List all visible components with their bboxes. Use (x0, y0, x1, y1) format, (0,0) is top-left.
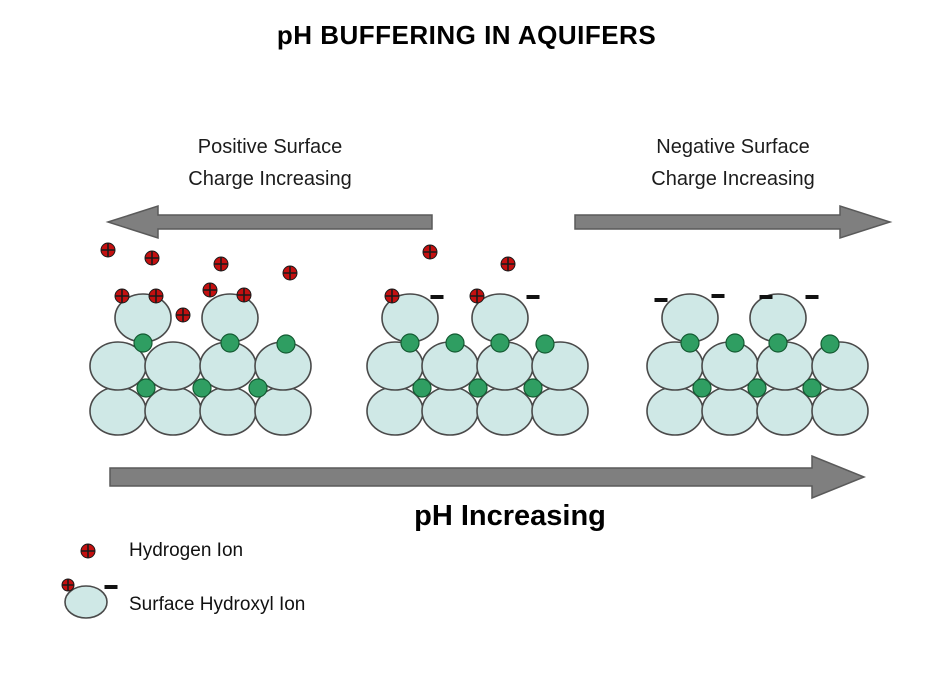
minus-charge (805, 295, 819, 299)
hydroxyl-site-dot (680, 333, 700, 353)
hydrogen-ion (148, 288, 164, 304)
hydrogen-ion (202, 282, 218, 298)
mineral-grain (366, 386, 424, 436)
mineral-grain (531, 341, 589, 391)
page-title: pH BUFFERING IN AQUIFERS (276, 20, 657, 50)
hydroxyl-site-dot (248, 378, 268, 398)
minus-charge (654, 298, 668, 302)
mineral-grain (421, 386, 479, 436)
minus-charge (430, 295, 444, 299)
negative-charge-arrow (574, 204, 893, 240)
legend-hydrogen-ion-symbol (80, 543, 96, 559)
legend-hydroxyl-label: Surface Hydroxyl Ion (129, 594, 306, 615)
mineral-grain (701, 386, 759, 436)
positive-charge-label-line2: Charge Increasing (188, 168, 352, 190)
negative-charge-label-line2: Charge Increasing (651, 168, 815, 190)
hydroxyl-site-dot (523, 378, 543, 398)
hydrogen-ion (236, 287, 252, 303)
mineral-grain (811, 341, 869, 391)
hydrogen-ion (384, 288, 400, 304)
hydroxyl-site-dot (412, 378, 432, 398)
mineral-grain (89, 386, 147, 436)
hydrogen-ion (213, 256, 229, 272)
negative-charge-label-line1: Negative Surface (656, 136, 810, 158)
ph-increasing-label: pH Increasing (414, 500, 606, 532)
mineral-grain (756, 386, 814, 436)
hydroxyl-site-dot (468, 378, 488, 398)
hydroxyl-site-dot (133, 333, 153, 353)
hydroxyl-site-dot (535, 334, 555, 354)
hydrogen-ion (469, 288, 485, 304)
hydroxyl-site-dot (768, 333, 788, 353)
hydrogen-ion (100, 242, 116, 258)
hydroxyl-site-dot (276, 334, 296, 354)
mineral-grain (144, 386, 202, 436)
hydroxyl-site-dot (490, 333, 510, 353)
hydroxyl-site-dot (220, 333, 240, 353)
legend-surface-hydroxyl-symbol (64, 585, 108, 619)
positive-charge-arrow (105, 204, 433, 240)
mineral-grain (476, 386, 534, 436)
minus-charge (711, 294, 725, 298)
hydrogen-ion (282, 265, 298, 281)
hydroxyl-site-dot (725, 333, 745, 353)
hydroxyl-site-dot (445, 333, 465, 353)
hydrogen-ion (144, 250, 160, 266)
hydroxyl-site-dot (400, 333, 420, 353)
legend-attached-hydrogen-symbol (61, 578, 75, 592)
mineral-grain (646, 386, 704, 436)
hydroxyl-site-dot (820, 334, 840, 354)
positive-charge-label-line1: Positive Surface (197, 136, 343, 158)
mineral-grain (531, 386, 589, 436)
minus-charge (526, 295, 540, 299)
ph-increasing-arrow (109, 454, 867, 500)
legend-minus-symbol (104, 585, 118, 589)
hydrogen-ion (500, 256, 516, 272)
hydroxyl-site-dot (136, 378, 156, 398)
hydrogen-ion (114, 288, 130, 304)
hydroxyl-site-dot (192, 378, 212, 398)
hydrogen-ion (422, 244, 438, 260)
positive-charge-label: Positive Surface Charge Increasing (140, 131, 400, 195)
hydroxyl-site-dot (747, 378, 767, 398)
negative-charge-label: Negative Surface Charge Increasing (603, 131, 863, 195)
hydroxyl-site-dot (692, 378, 712, 398)
legend-hydrogen-label: Hydrogen Ion (129, 540, 244, 561)
minus-charge (759, 295, 773, 299)
hydroxyl-site-dot (802, 378, 822, 398)
hydrogen-ion (175, 307, 191, 323)
mineral-grain (811, 386, 869, 436)
